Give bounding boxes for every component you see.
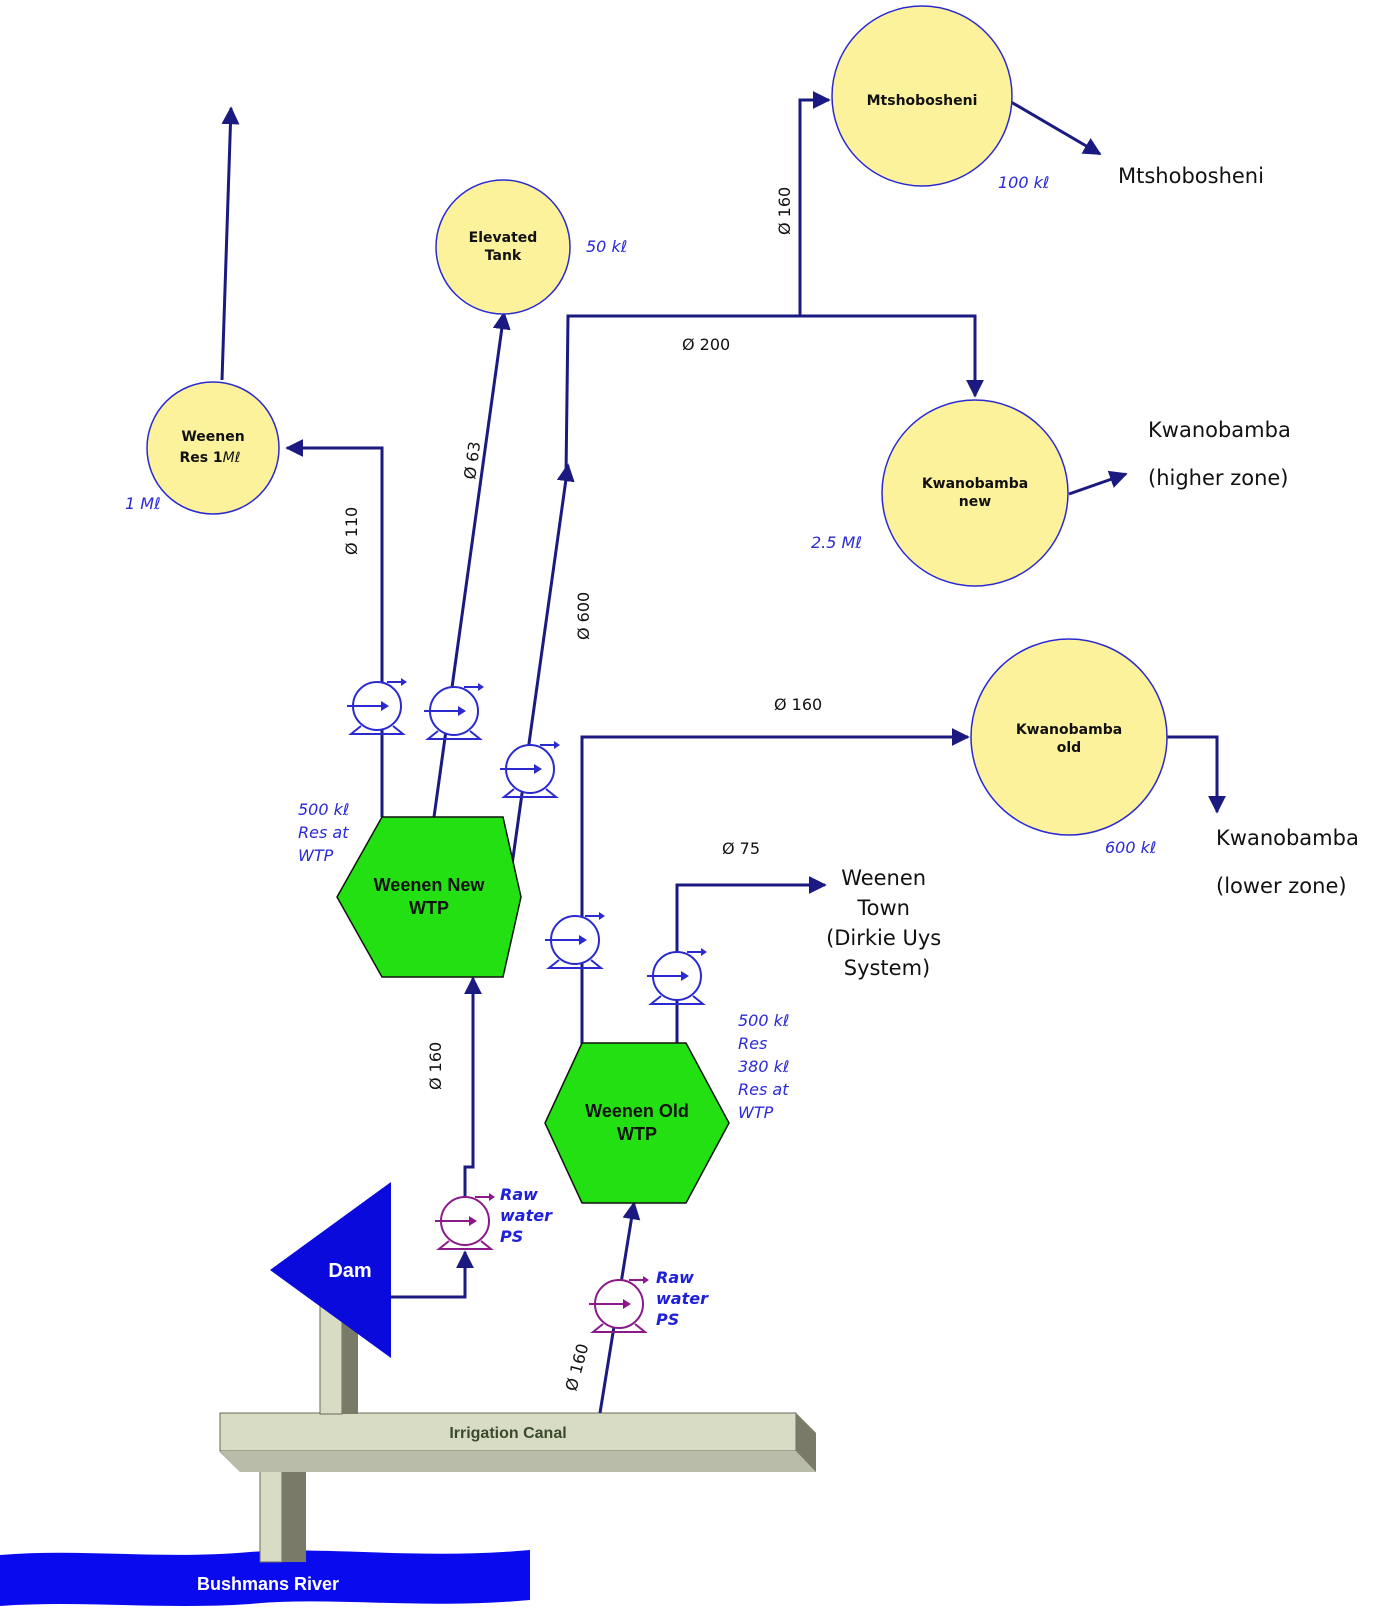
dest-kwanobamba-high: Kwanobamba (higher zone) xyxy=(1148,418,1298,490)
pipe-label-d160-kwa-old: Ø 160 xyxy=(774,695,822,714)
pump-icon xyxy=(647,948,707,1005)
pipe-mtshobosheni-outlet xyxy=(1010,100,1102,156)
wtp-weenen-old[interactable]: Weenen Old WTP xyxy=(544,1042,730,1204)
irrigation-canal xyxy=(219,1412,797,1452)
raw-water-ps-label-2: Raw water PS xyxy=(656,1268,714,1329)
pipe-to-weenen-res xyxy=(285,439,384,817)
pipe-label-d160-new-wtp: Ø 160 xyxy=(426,1042,445,1090)
svg-text:Weenen: Weenen xyxy=(181,429,244,445)
capacity-kwanobamba-new: 2.5 Mℓ xyxy=(811,533,862,552)
canal-label: Irrigation Canal xyxy=(449,1425,566,1442)
capacity-elevated-tank: 50 kℓ xyxy=(586,237,627,256)
svg-text:Mtshobosheni: Mtshobosheni xyxy=(867,93,978,109)
svg-text:WTP: WTP xyxy=(617,1124,657,1144)
bushmans-river xyxy=(0,1550,530,1606)
pump-icon xyxy=(347,678,407,735)
pipe-label-d160-old-wtp: Ø 160 xyxy=(562,1342,593,1393)
pipe-label-d75: Ø 75 xyxy=(722,839,760,858)
svg-text:WTP: WTP xyxy=(409,898,449,918)
reservoir-mtshobosheni[interactable]: Mtshobosheni xyxy=(831,5,1013,187)
raw-water-ps-label-1: Raw water PS xyxy=(500,1185,558,1246)
dest-kwanobamba-low: Kwanobamba (lower zone) xyxy=(1216,826,1366,898)
pipe-to-elevated-tank xyxy=(432,311,511,818)
svg-text:Res 1Mℓ: Res 1Mℓ xyxy=(179,450,240,466)
svg-text:Weenen New: Weenen New xyxy=(374,875,486,895)
pipe-label-d200: Ø 200 xyxy=(682,335,730,354)
pump-icon xyxy=(545,912,605,969)
pipe-label-d110: Ø 110 xyxy=(342,507,361,555)
pipe-to-kwanobamba-old xyxy=(580,728,970,1048)
pipe-label-d600: Ø 600 xyxy=(574,592,593,640)
reservoir-elevated-tank[interactable]: Elevated Tank xyxy=(435,179,571,315)
capacity-mtshobosheni: 100 kℓ xyxy=(998,173,1050,192)
pipe-weenen-res-outlet xyxy=(220,106,240,381)
reservoir-kwanobamba-old[interactable]: Kwanobamba old xyxy=(970,638,1168,836)
pipe-label-d160-mtsho: Ø 160 xyxy=(775,187,794,235)
svg-text:new: new xyxy=(959,494,991,510)
reservoir-kwanobamba-new[interactable]: Kwanobamba new xyxy=(881,399,1069,587)
dest-mtshobosheni: Mtshobosheni xyxy=(1118,164,1264,188)
pump-icon xyxy=(500,741,560,798)
capacity-weenen-res: 1 Mℓ xyxy=(125,494,161,513)
svg-text:old: old xyxy=(1057,740,1081,756)
pipe-to-mtshobosheni xyxy=(798,91,831,316)
capacity-kwanobamba-old: 600 kℓ xyxy=(1105,838,1157,857)
river-label: Bushmans River xyxy=(197,1574,339,1594)
pipe-kwanobamba-old-outlet xyxy=(1167,735,1226,814)
dest-weenen-town: Weenen Town (Dirkie Uys System) xyxy=(826,866,948,980)
svg-text:Kwanobamba: Kwanobamba xyxy=(922,476,1028,492)
pipe-dam-to-raw-ps xyxy=(391,1250,474,1299)
svg-text:Tank: Tank xyxy=(485,248,522,264)
svg-text:Weenen Old: Weenen Old xyxy=(585,1101,689,1121)
reservoir-weenen-res[interactable]: Weenen Res 1Mℓ xyxy=(146,381,280,515)
wtp-old-note: 500 kℓ Res 380 kℓ Res at WTP xyxy=(738,1011,795,1122)
dam xyxy=(270,1182,391,1358)
dam-label: Dam xyxy=(328,1260,371,1282)
wtp-weenen-new[interactable]: Weenen New WTP xyxy=(336,816,522,978)
svg-text:Kwanobamba: Kwanobamba xyxy=(1016,722,1122,738)
canal-support-pillar xyxy=(259,1469,283,1563)
raw-water-pump-icon xyxy=(435,1193,495,1250)
pump-icon xyxy=(424,683,484,740)
pipe-kwanobamba-new-outlet xyxy=(1068,470,1128,496)
svg-text:Elevated: Elevated xyxy=(469,230,538,246)
pipe-d600 xyxy=(510,463,575,866)
pipe-raw-ps-to-new-wtp xyxy=(463,976,482,1202)
raw-water-pump-icon xyxy=(589,1276,649,1333)
wtp-new-note: 500 kℓ Res at WTP xyxy=(298,800,355,865)
pipe-d200-main xyxy=(564,314,984,476)
